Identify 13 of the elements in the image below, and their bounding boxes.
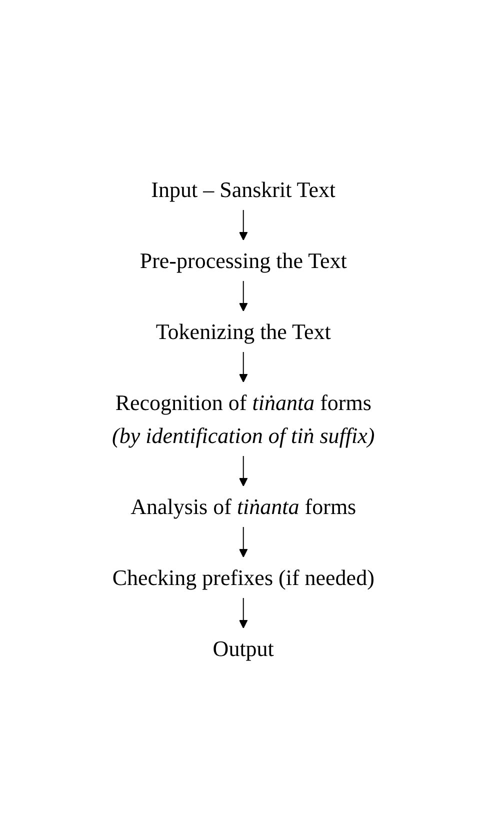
node-text: Pre-processing the Text xyxy=(140,248,347,272)
node-text: Input – Sanskrit Text xyxy=(151,176,336,202)
node-text: Analysis of tiṅanta forms xyxy=(130,494,356,518)
node-text: Tokenizing the Text xyxy=(156,318,331,344)
arrow xyxy=(239,351,248,382)
arrow xyxy=(239,455,248,486)
arrow xyxy=(239,280,248,311)
arrow xyxy=(239,209,248,240)
arrow xyxy=(239,597,248,628)
arrow xyxy=(239,526,248,557)
node-text: Checking prefixes (if needed) xyxy=(112,564,375,590)
node-text: Output xyxy=(212,636,274,660)
node-text: Recognition of tiṅanta forms (by identification of tiṅ suffix) xyxy=(112,390,375,448)
